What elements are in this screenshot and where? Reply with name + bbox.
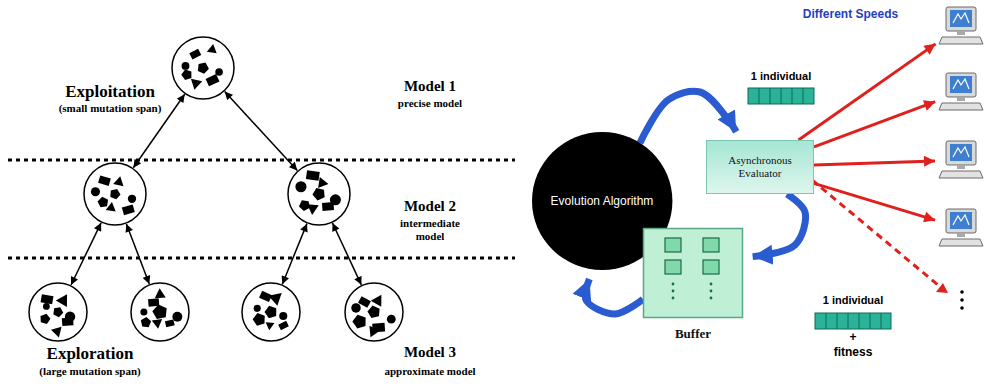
migration-arrow xyxy=(333,223,362,285)
computer-node xyxy=(938,6,984,46)
population-circle-shape xyxy=(344,282,404,342)
node-label: Asynchronous Evaluator xyxy=(706,154,814,180)
computer-node-shape xyxy=(938,6,984,46)
model-title: Model 3 xyxy=(370,344,490,361)
level-divider xyxy=(8,159,515,162)
dispatch-arrow xyxy=(814,102,935,147)
level-title: Exploration xyxy=(5,344,175,364)
flow-note: + xyxy=(808,331,898,345)
flow-note: fitness xyxy=(808,346,898,360)
level-title: Exploitation xyxy=(25,82,195,102)
population-circle-shape xyxy=(130,282,190,342)
migration-arrow xyxy=(282,224,307,285)
node-label: Evolution Algorithm xyxy=(551,194,654,208)
population-circle xyxy=(344,282,404,342)
model-title: Model 1 xyxy=(370,78,490,95)
evaluator-box: Asynchronous Evaluator xyxy=(706,140,814,194)
population-circle xyxy=(241,282,301,342)
population-circle xyxy=(171,36,235,100)
computer-node xyxy=(938,140,984,180)
level-note: (large mutation span) xyxy=(5,365,175,378)
individual-shapes xyxy=(181,44,223,90)
dispatch-arrow xyxy=(814,183,935,220)
population-circle xyxy=(83,162,147,226)
model-note: approximate model xyxy=(360,365,500,378)
computer-node xyxy=(938,208,984,248)
individual-shapes xyxy=(140,288,182,328)
individual-shapes xyxy=(295,170,341,215)
computer-node-shape xyxy=(938,72,984,112)
dispatch-arrow xyxy=(814,161,935,165)
more-workers-arrow xyxy=(812,180,944,290)
migration-arrow xyxy=(225,92,298,171)
speed-note: Different Speeds xyxy=(788,8,913,22)
individual-shapes xyxy=(351,295,395,338)
buffer-slots xyxy=(665,238,719,299)
model-note: precise model xyxy=(370,97,490,110)
buffer-label: Buffer xyxy=(675,326,711,342)
population-circle xyxy=(130,282,190,342)
population-circle xyxy=(28,282,88,342)
flow-arrow xyxy=(585,279,643,314)
model-note: intermediate model xyxy=(385,217,475,242)
computer-node-shape xyxy=(938,208,984,248)
individual-shapes xyxy=(41,294,76,337)
chromosome-bar xyxy=(815,313,891,329)
computer-node xyxy=(938,72,984,112)
population-circle-shape xyxy=(287,162,351,226)
level-note: (small mutation span) xyxy=(25,102,195,115)
population-circle-shape xyxy=(28,282,88,342)
flow-note: 1 individual xyxy=(808,294,898,307)
population-circle-shape xyxy=(241,282,301,342)
buffer-box-shape xyxy=(643,228,743,318)
model-title: Model 2 xyxy=(370,198,490,215)
chromosome-bar xyxy=(748,88,814,104)
individual-shapes xyxy=(253,291,289,330)
flow-arrow xyxy=(753,194,806,257)
population-circle-shape xyxy=(171,36,235,100)
more-workers-arrowhead xyxy=(936,283,948,293)
individual-shapes xyxy=(91,175,136,215)
flow-note: 1 individual xyxy=(736,70,826,83)
buffer-box: Buffer xyxy=(643,228,743,318)
migration-arrow xyxy=(126,224,149,284)
migration-arrow xyxy=(71,223,101,285)
more-dots xyxy=(960,290,964,310)
flow-arrow xyxy=(640,91,736,143)
population-circle-shape xyxy=(83,162,147,226)
computer-node-shape xyxy=(938,140,984,180)
population-circle xyxy=(287,162,351,226)
